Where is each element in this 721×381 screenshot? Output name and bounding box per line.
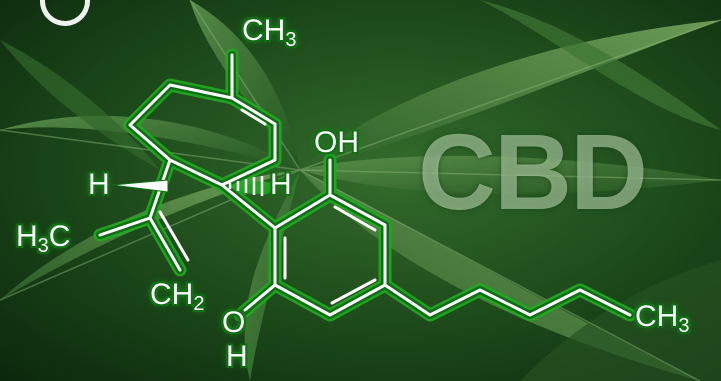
hydrogen-right-label: H — [270, 168, 292, 201]
hydroxyl-bottom-o-label: O — [222, 306, 246, 339]
methylene-label: CH2 — [150, 278, 205, 315]
hydroxyl-bottom-h-label: H — [226, 340, 248, 373]
hashed-bond-icon — [228, 176, 264, 196]
hydrogen-left-label: H — [88, 168, 110, 201]
methyl-chain-end-label: CH3 — [635, 300, 690, 337]
methyl-left-label: H3C — [16, 220, 71, 257]
hydroxyl-top-label: OH — [314, 126, 359, 159]
cbd-title: CBD — [418, 111, 648, 232]
wedge-bond-icon — [111, 179, 169, 193]
methyl-top-label: CH3 — [242, 14, 297, 51]
